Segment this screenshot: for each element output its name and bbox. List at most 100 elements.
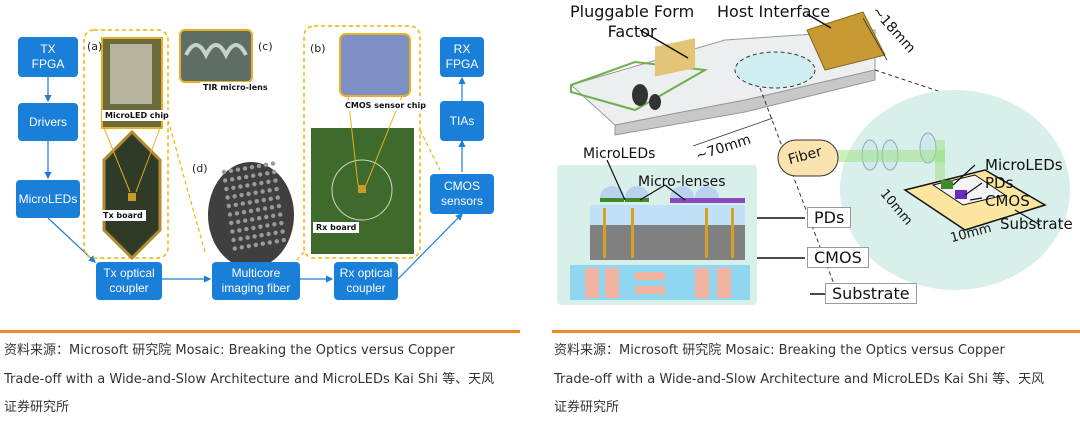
fiber-core-dot — [268, 196, 273, 201]
fiber-cylinder — [777, 139, 839, 177]
connector-gold — [655, 38, 695, 77]
cmos-layer — [590, 225, 745, 260]
pds-box-label: PDs — [807, 207, 852, 228]
fiber-core-dot — [274, 186, 279, 192]
fiber-core-dot — [252, 234, 257, 239]
caption-line: 证券研究所 — [554, 400, 620, 415]
fiber-core-dot — [224, 186, 229, 192]
fiber-core-dot — [232, 194, 237, 199]
fiber-core-dot — [267, 188, 272, 193]
fiber-core-dot — [270, 161, 276, 166]
fiber-core-dot — [259, 180, 264, 186]
fiber-core-dot — [233, 202, 238, 207]
fiber-core-dot — [244, 226, 249, 232]
fiber-core-dot — [249, 165, 255, 170]
fiber-core-dot — [264, 214, 269, 220]
rx-group-outline — [303, 25, 421, 259]
right-figure: Pluggable Form Factor Host Interface ~18… — [545, 0, 1080, 433]
fiber-core-dot — [253, 190, 258, 195]
fiber-core-dot — [265, 171, 270, 176]
fiber-core-dot — [237, 228, 242, 233]
caption-divider — [552, 330, 1080, 333]
microled-chip-label: MicroLED chip — [102, 110, 172, 121]
fiber-core-dot — [243, 218, 248, 223]
fiber-core-dot — [231, 185, 236, 190]
microled-chip — [941, 180, 953, 189]
tx-group-outline — [83, 29, 169, 259]
fiber-core-dot — [272, 169, 277, 175]
caption-line: Trade-off with a Wide-and-Slow Architect… — [4, 371, 495, 387]
fiber-core-dot — [251, 173, 256, 178]
fiber-core-dot — [227, 212, 233, 217]
fiber-core-dot — [257, 216, 262, 221]
tx-optical-coupler-block: Tx optical coupler — [96, 262, 162, 300]
fiber-core-dot — [266, 231, 271, 237]
arrow-rxcoupler-cmos — [397, 213, 463, 280]
fiber-plug-1 — [632, 84, 648, 106]
fiber-core-dot — [238, 236, 243, 241]
caption-divider — [0, 330, 520, 333]
left-caption: 资料来源：Microsoft 研究院 Mosaic: Breaking the … — [4, 337, 494, 423]
fiber-core-dot — [230, 229, 235, 234]
rx-fpga-block: RX FPGA — [440, 37, 484, 77]
rx-board-label: Rx board — [313, 222, 360, 233]
cmos-box-label: CMOS — [807, 247, 869, 268]
label-c: (c) — [258, 40, 273, 53]
left-figure: TX FPGA Drivers MicroLEDs Tx optical cou… — [0, 0, 525, 433]
fiber-core-dot — [261, 197, 266, 203]
caption-line: Trade-off with a Wide-and-Slow Architect… — [554, 371, 1045, 387]
fiber-core-dot — [274, 239, 279, 244]
tx-fpga-block: TX FPGA — [18, 37, 78, 77]
imaging-fiber-photo — [208, 162, 294, 268]
fiber-core-dot — [265, 223, 270, 228]
fiber-core-dot — [273, 230, 278, 235]
fiber-core-dot — [245, 183, 250, 188]
fiber-core-dot — [278, 212, 283, 217]
multicore-imaging-fiber-block: Multicore imaging fiber — [212, 262, 300, 300]
cmos-sensors-block: CMOS sensors — [430, 174, 494, 214]
fiber-core-dot — [280, 229, 285, 234]
fiber-core-dot — [272, 222, 277, 227]
fiber-core-dot — [255, 207, 261, 212]
fiber-core-dot — [225, 195, 230, 200]
fiber-core-dot — [250, 217, 255, 222]
fiber-core-dot — [266, 179, 271, 184]
fiber-core-dot — [260, 241, 265, 246]
fiber-core-dot — [242, 166, 248, 171]
drivers-block: Drivers — [18, 103, 78, 141]
fiber-core-dot — [223, 178, 228, 183]
fiber-core-dot — [260, 189, 265, 194]
chip-microleds-label: MicroLEDs — [985, 156, 1063, 174]
pd-layer — [670, 198, 745, 203]
cmos-sensor-chip-label: CMOS sensor chip — [342, 100, 429, 111]
fiber-core-dot — [252, 182, 257, 187]
chip-pds-label: PDs — [985, 174, 1014, 192]
fiber-core-dot — [262, 206, 268, 211]
fiber-core-dot — [230, 177, 235, 182]
micro-lenses-label: Micro-lenses — [638, 174, 726, 190]
fiber-core-dot — [248, 208, 254, 214]
fiber-core-dot — [281, 237, 286, 243]
tias-block: TIAs — [440, 101, 484, 141]
fiber-core-dot — [241, 209, 247, 215]
label-d: (d) — [192, 162, 208, 175]
fiber-core-dot — [240, 201, 245, 206]
fiber-core-dot — [273, 178, 278, 183]
fiber-core-dot — [269, 205, 275, 210]
fiber-core-dot — [254, 199, 259, 204]
tir-micro-lens-photo — [179, 29, 253, 83]
fiber-core-dot — [279, 220, 284, 226]
pd-chip — [955, 190, 967, 199]
fiber-core-dot — [259, 233, 264, 238]
fiber-core-dot — [251, 225, 256, 231]
arrow-microleds-txcoupler — [47, 217, 96, 263]
caption-line: 资料来源：Microsoft 研究院 Mosaic: Breaking the … — [4, 343, 455, 358]
fiber-core-dot — [271, 213, 276, 218]
label-b: (b) — [310, 42, 326, 55]
fiber-core-dot — [246, 243, 251, 249]
fiber-core-dot — [275, 195, 280, 200]
fiber-core-dot — [226, 203, 231, 209]
fiber-core-dot — [258, 224, 263, 229]
chip-cmos-label: CMOS — [985, 192, 1030, 210]
rx-optical-coupler-block: Rx optical coupler — [334, 262, 398, 300]
